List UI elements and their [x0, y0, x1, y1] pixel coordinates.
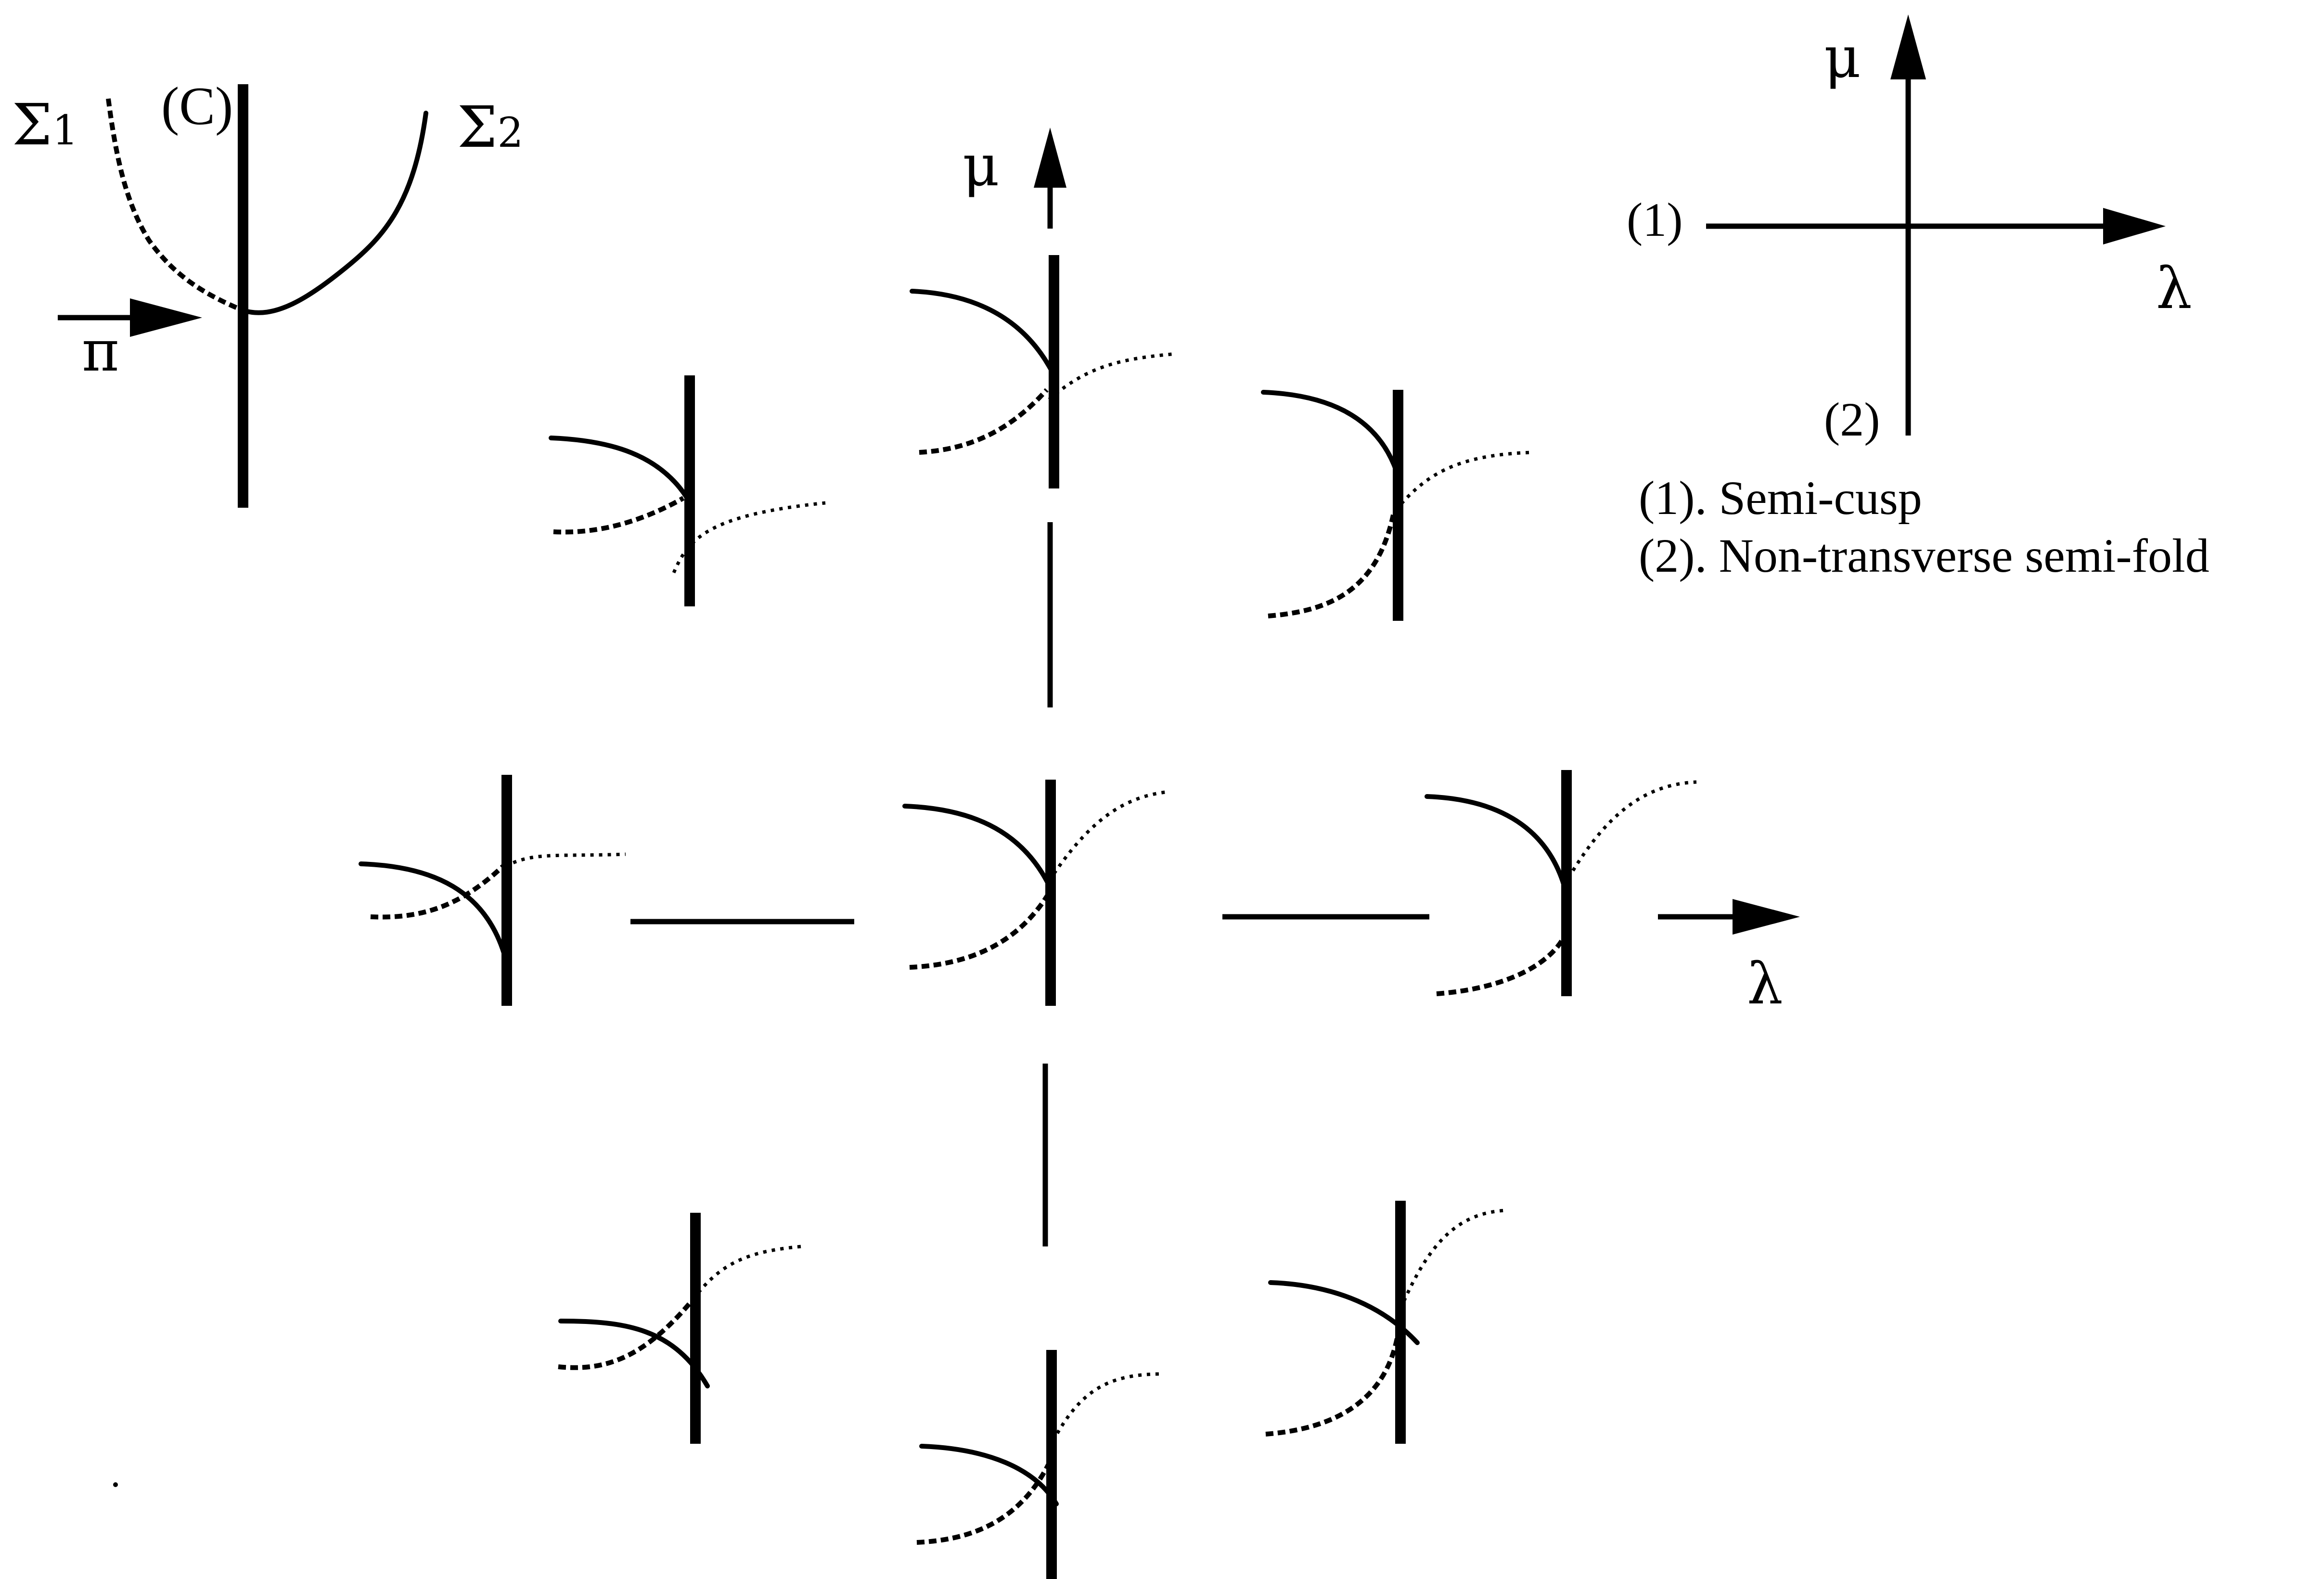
panel-top-left	[549, 375, 826, 606]
panel-dotted-branch	[1047, 1372, 1163, 1450]
sigma2-curve	[241, 111, 428, 315]
mu-axis: μ	[963, 128, 1066, 1246]
panel-dashed-branch	[1436, 939, 1564, 996]
panel-solid-branch	[1425, 794, 1566, 888]
legend-item-non-transverse-semi-fold: (2). Non-transverse semi-fold	[1639, 529, 2209, 582]
definition-sketch: Σ1 (C) Σ2 π	[12, 77, 524, 508]
legend-item-semi-cusp: (1). Semi-cusp	[1639, 471, 1922, 525]
mu-arrowhead-icon	[1034, 128, 1066, 188]
panel-solid-branch	[1268, 1280, 1420, 1345]
panel-dotted-branch	[1394, 450, 1533, 512]
c-label: (C)	[161, 77, 233, 136]
panel-solid-branch	[910, 289, 1054, 373]
panel-dashed-branch	[916, 1462, 1052, 1545]
panel-dotted-branch	[672, 501, 826, 574]
lambda-arrowhead-icon	[1733, 899, 1800, 935]
pi-arrowhead-icon	[130, 298, 202, 337]
panel-solid-branch	[359, 861, 508, 960]
panel-bottom-center	[916, 1350, 1163, 1579]
panel-bottom-right	[1265, 1201, 1507, 1444]
panel-dashed-branch	[553, 496, 685, 535]
lambda-label: λ	[1747, 950, 1783, 1017]
panel-top-right	[1261, 390, 1533, 621]
key-point-2: (2)	[1824, 393, 1880, 446]
key-mu-label: μ	[1824, 24, 1861, 90]
panel-top-center	[910, 255, 1177, 488]
panel-solid-branch	[902, 804, 1052, 888]
mu-label: μ	[963, 132, 1000, 199]
pi-label: π	[82, 318, 119, 384]
key-lambda-label: λ	[2156, 255, 2192, 321]
sigma1-curve	[106, 98, 244, 313]
key-mu-arrowhead-icon	[1890, 14, 1926, 79]
panel-dotted-branch	[1399, 1208, 1507, 1310]
panel-solid-branch	[558, 1319, 710, 1388]
panel-dashed-branch	[919, 388, 1049, 455]
lambda-axis: λ	[630, 899, 1800, 1017]
panel-bottom-left	[558, 1213, 802, 1444]
panel-dotted-branch	[504, 852, 626, 868]
parameter-key: μ λ (1) (2) (1). Semi-cusp (2). Non-tran…	[1627, 14, 2209, 582]
panel-middle-left	[359, 775, 626, 1006]
sigma1-label: Σ1	[12, 91, 78, 158]
panel-dashed-branch	[1265, 1333, 1400, 1437]
panel-dotted-branch	[692, 1245, 802, 1301]
panel-dashed-branch	[558, 1297, 695, 1370]
panel-solid-branch	[919, 1444, 1059, 1506]
stray-mark	[113, 1482, 118, 1487]
panel-solid-branch	[549, 436, 690, 501]
panel-dashed-branch	[370, 864, 505, 920]
panel-center	[902, 780, 1170, 1006]
panel-dotted-branch	[1048, 352, 1177, 401]
sigma2-label: Σ2	[457, 94, 524, 160]
panel-middle-right	[1425, 770, 1697, 996]
key-point-1: (1)	[1627, 193, 1683, 246]
key-lambda-arrowhead-icon	[2103, 208, 2166, 244]
panel-dotted-branch	[1562, 780, 1697, 886]
panel-dashed-branch	[909, 891, 1052, 970]
panel-solid-branch	[1261, 390, 1399, 474]
panel-dashed-branch	[1268, 514, 1396, 618]
panel-dotted-branch	[1048, 790, 1170, 882]
